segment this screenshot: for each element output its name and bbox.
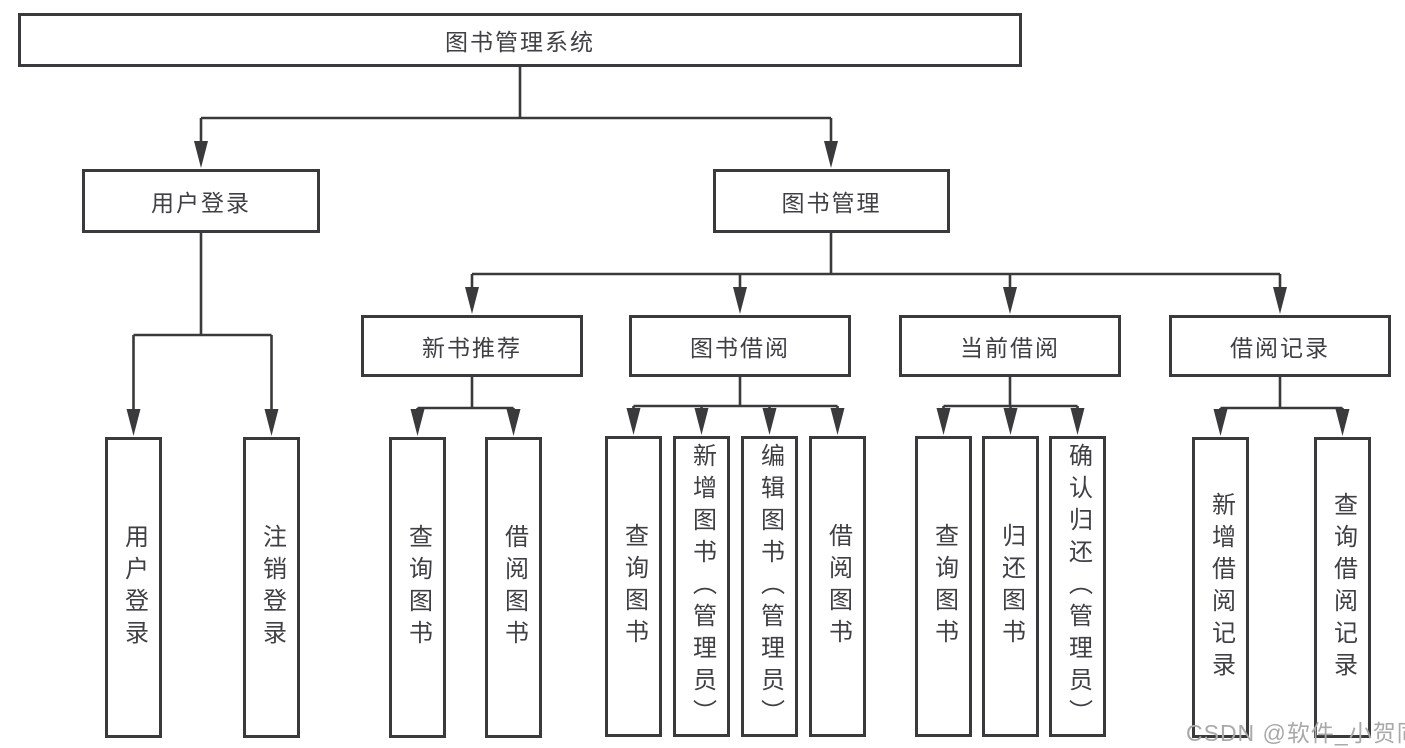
leaf-user-login: 用户登录 — [105, 437, 162, 738]
leaf-recommend-query-books: 查询图书 — [389, 437, 446, 738]
leaf-current-query-books: 查询图书 — [915, 436, 972, 737]
csdn-watermark: CSDN @软件_小贺同学 — [1186, 720, 1405, 746]
leaf-current-confirm-return-admin: 确认归还（管理员） — [1049, 436, 1106, 737]
leaf-logout: 注销登录 — [243, 437, 300, 738]
node-book-borrowing: 图书借阅 — [629, 315, 851, 377]
leaf-borrowing-borrow-books: 借阅图书 — [809, 436, 866, 737]
leaf-records-query-borrow-record: 查询借阅记录 — [1314, 437, 1371, 738]
leaf-recommend-borrow-books: 借阅图书 — [485, 437, 542, 738]
node-book-management-system: 图书管理系统 — [18, 13, 1022, 67]
leaf-borrowing-edit-books-admin: 编辑图书（管理员） — [741, 436, 798, 737]
leaf-borrowing-add-books-admin: 新增图书（管理员） — [673, 436, 730, 737]
node-current-borrowing: 当前借阅 — [899, 315, 1121, 377]
node-user-login: 用户登录 — [82, 169, 320, 233]
node-new-book-recommendation: 新书推荐 — [361, 315, 583, 377]
leaf-borrowing-query-books: 查询图书 — [605, 436, 662, 737]
leaf-records-add-borrow-record: 新增借阅记录 — [1192, 437, 1249, 738]
leaf-current-return-books: 归还图书 — [982, 436, 1039, 737]
node-book-management: 图书管理 — [713, 169, 950, 233]
node-borrowing-records: 借阅记录 — [1169, 315, 1391, 377]
